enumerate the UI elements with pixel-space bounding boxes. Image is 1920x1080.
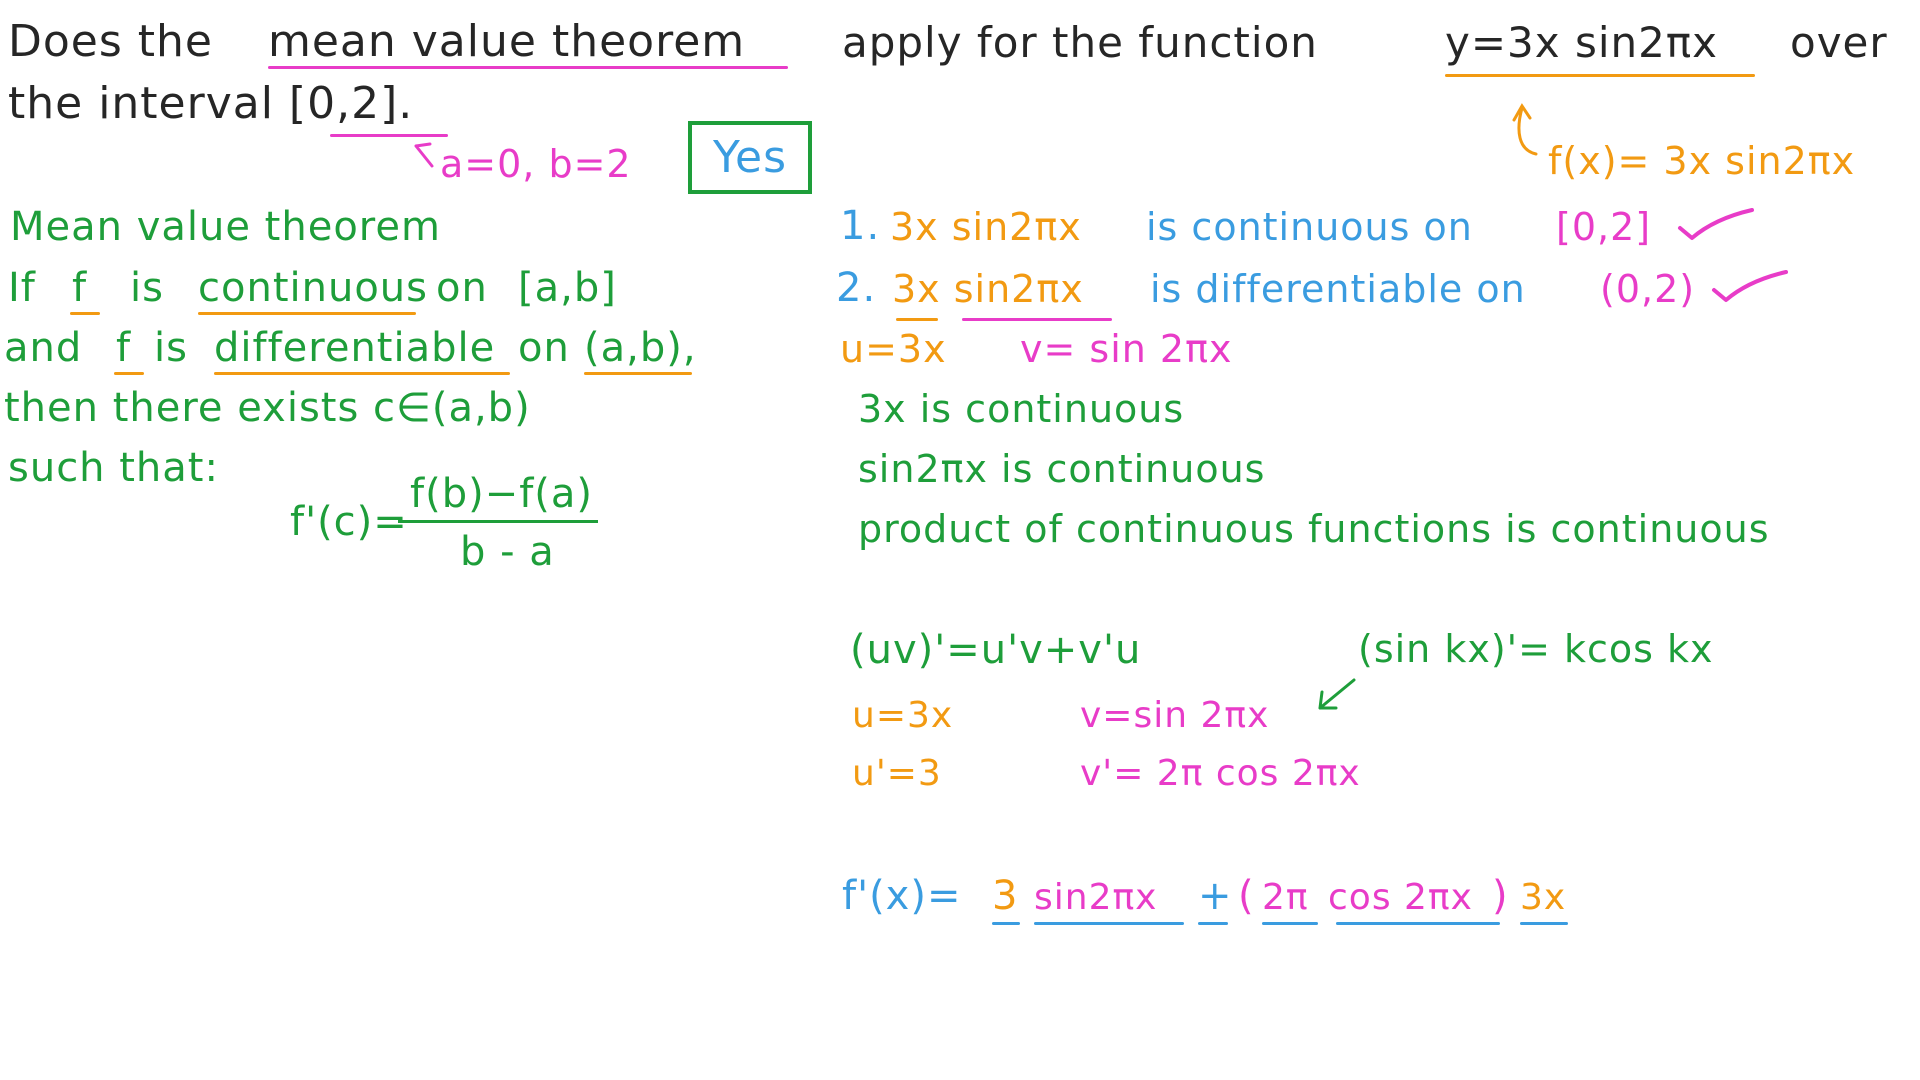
- sine-rule-arrow-icon: [1318, 678, 1356, 710]
- fx-note: f(x)= 3x sin2πx: [1548, 139, 1856, 183]
- result-underline-5: [1336, 922, 1500, 925]
- result-underline-6: [1520, 922, 1568, 925]
- result-underline-1: [992, 922, 1020, 925]
- fx-arrow-icon: [1512, 103, 1538, 156]
- question-text-1: Does the: [8, 16, 213, 67]
- step-1-interval: [0,2]: [1556, 205, 1652, 249]
- theorem-then: then there exists c∈(a,b): [4, 385, 531, 431]
- endpoints-note: a=0, b=2: [440, 142, 632, 186]
- theorem-f-2: f: [116, 325, 132, 371]
- v-definition: v= sin 2πx: [1020, 327, 1233, 371]
- u-continuity: 3x is continuous: [858, 387, 1185, 431]
- sine-derivative-rule: (sin kx)'= kcos kx: [1358, 627, 1714, 671]
- theorem-closed-interval: [a,b]: [518, 265, 617, 311]
- theorem-is-2: is: [154, 325, 188, 371]
- f-underline-2: [114, 372, 144, 375]
- step-2-text: is differentiable on: [1150, 267, 1526, 311]
- result-underline-2: [1034, 922, 1184, 925]
- step-1-function: 3x sin2πx: [890, 205, 1082, 249]
- result-underline-4: [1262, 922, 1318, 925]
- theorem-continuous: continuous: [198, 265, 428, 311]
- step-2-function: 3x sin2πx: [892, 267, 1084, 311]
- theorem-and: and: [4, 325, 83, 371]
- formula-denominator: b - a: [460, 529, 555, 575]
- theorem-f-1: f: [72, 265, 88, 311]
- u-value: u=3x: [852, 695, 954, 736]
- v-value: v=sin 2πx: [1080, 695, 1270, 736]
- result-u: 3x: [1520, 877, 1567, 918]
- result-lhs: f'(x)=: [842, 873, 962, 919]
- theorem-such-that: such that:: [8, 445, 219, 491]
- result-v: sin2πx: [1034, 877, 1158, 918]
- mvt-underline: [268, 66, 788, 69]
- question-text-2: apply for the function: [842, 18, 1318, 67]
- question-function: y=3x sin2πx: [1445, 18, 1719, 67]
- question-text-3: over: [1790, 18, 1888, 67]
- question-mvt: mean value theorem: [268, 16, 746, 67]
- theorem-on-1: on: [436, 265, 488, 311]
- endpoints-arrow-icon: [414, 142, 434, 168]
- f-underline-1: [70, 312, 100, 315]
- checkmark-icon: [1712, 270, 1788, 302]
- differentiable-underline: [214, 372, 510, 375]
- theorem-open-interval: (a,b),: [584, 325, 697, 371]
- function-underline: [1445, 74, 1755, 77]
- step-1-text: is continuous on: [1146, 205, 1473, 249]
- interval-underline: [330, 134, 448, 137]
- u-prime: u'=3: [852, 753, 942, 794]
- step-2-v-underline: [962, 318, 1112, 321]
- result-u-prime: 3: [992, 873, 1019, 919]
- theorem-on-2: on: [518, 325, 570, 371]
- formula-numerator: f(b)−f(a): [410, 471, 594, 517]
- v-prime: v'= 2π cos 2πx: [1080, 753, 1361, 794]
- theorem-differentiable: differentiable: [214, 325, 496, 371]
- product-rule: (uv)'=u'v+v'u: [850, 627, 1142, 673]
- open-interval-underline: [584, 372, 692, 375]
- result-plus: +: [1198, 873, 1233, 919]
- formula-lhs: f'(c)=: [290, 499, 408, 545]
- result-open-paren: (: [1238, 873, 1255, 919]
- theorem-if: If: [8, 265, 36, 311]
- product-continuity: product of continuous functions is conti…: [858, 507, 1770, 551]
- answer-box: Yes: [688, 121, 812, 194]
- result-2pi: 2π: [1262, 877, 1309, 918]
- step-2-number: 2.: [836, 265, 877, 311]
- continuous-underline: [198, 312, 416, 315]
- u-definition: u=3x: [840, 327, 947, 371]
- theorem-title: Mean value theorem: [10, 204, 441, 250]
- answer-text: Yes: [712, 132, 788, 183]
- theorem-is-1: is: [130, 265, 164, 311]
- result-underline-3: [1198, 922, 1228, 925]
- result-cos: cos 2πx: [1328, 877, 1473, 918]
- checkmark-icon: [1678, 208, 1754, 240]
- v-continuity: sin2πx is continuous: [858, 447, 1266, 491]
- step-1-number: 1.: [840, 203, 881, 249]
- step-2-u-underline: [896, 318, 938, 321]
- fraction-bar: [398, 520, 598, 523]
- question-line-2: the interval [0,2].: [8, 78, 414, 129]
- step-2-interval: (0,2): [1600, 267, 1696, 311]
- result-close-paren: ): [1492, 873, 1509, 919]
